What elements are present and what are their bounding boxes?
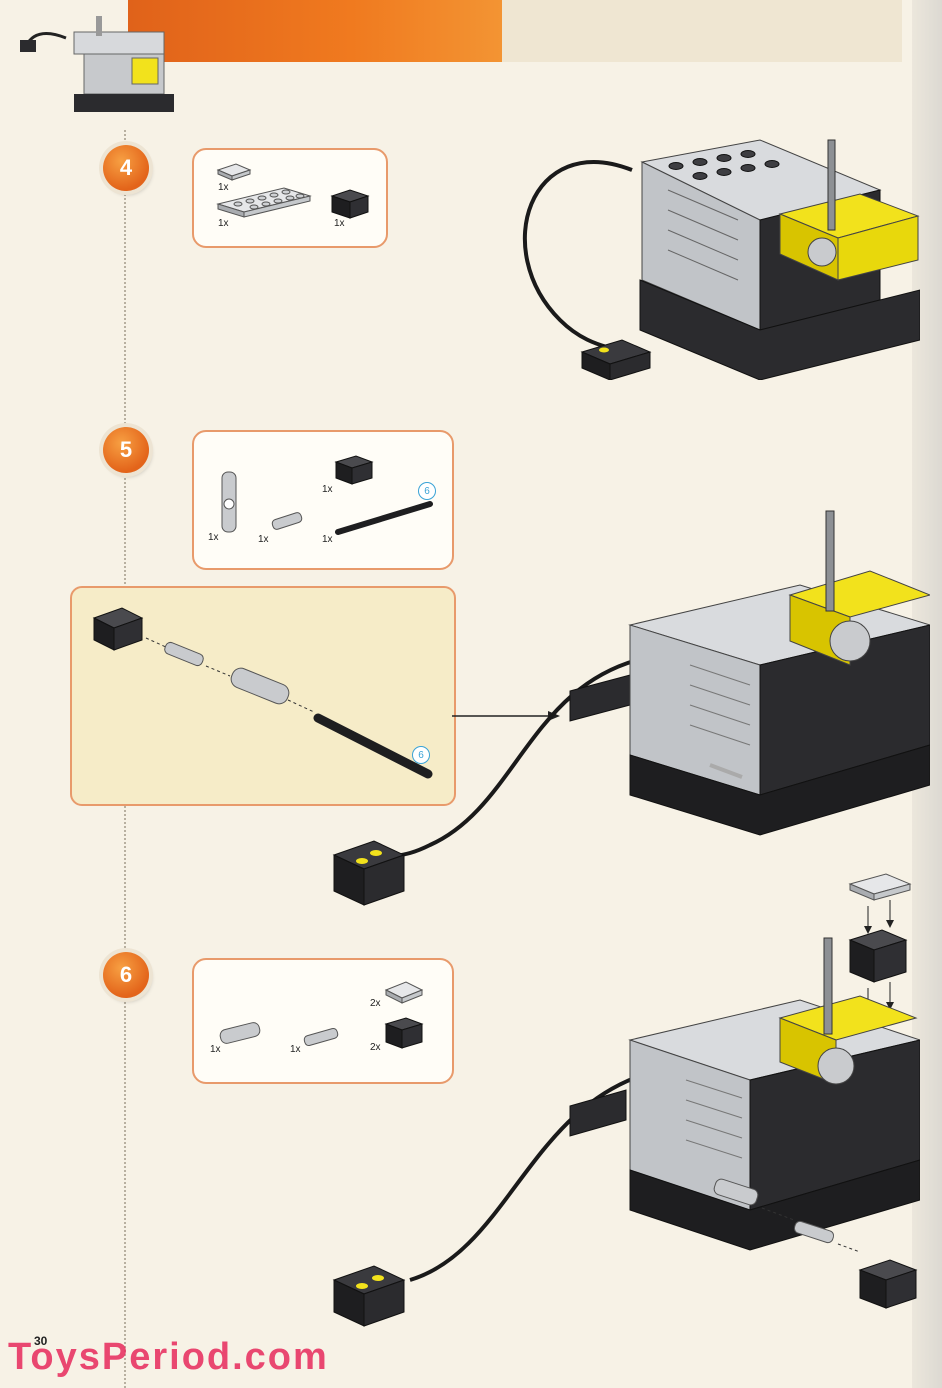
plate-1x2-gray-icon <box>216 163 252 181</box>
step-5-axle-length-callout: 6 <box>418 482 436 500</box>
step-6-parts-box: 1x 1x 2x 2x <box>192 958 454 1084</box>
step-4-assembly-illustration <box>523 139 920 380</box>
step-5-parts-box: 1x 1x 1x 6 1x <box>192 430 454 570</box>
step-5-detail-box: 6 <box>70 586 456 806</box>
pin-gray-icon <box>271 512 303 530</box>
brick-2x2-black-icon <box>330 189 370 219</box>
axle-black-icon <box>335 501 433 535</box>
model-thumbnail-icon <box>20 16 174 112</box>
step-5-detail-illustration <box>92 607 433 779</box>
pin-gray-icon <box>303 1027 339 1047</box>
step-6-number: 6 <box>103 952 149 998</box>
step-5-qty-2: 1x <box>258 534 269 545</box>
step-6-assembly-illustration <box>332 873 920 1327</box>
axle-connector-gray-icon <box>221 471 237 533</box>
step-5-qty-4: 1x <box>322 534 333 545</box>
step-6-qty-4: 2x <box>370 1042 381 1053</box>
axle-connector-gray-icon <box>219 1022 261 1044</box>
plate-2x6-gray-icon <box>216 187 312 218</box>
watermark: ToysPeriod.com <box>8 1336 329 1378</box>
step-4-number: 4 <box>103 145 149 191</box>
brick-1x2-black-icon <box>384 1017 424 1049</box>
top-banner <box>128 0 502 62</box>
step-4-qty-3: 1x <box>334 218 345 229</box>
step-5-assembly-illustration <box>332 510 930 906</box>
step-5-qty-3: 1x <box>322 484 333 495</box>
page-number: 30 <box>34 1334 48 1348</box>
brick-1x2-black-icon <box>334 455 374 485</box>
plate-1x2-gray-icon <box>384 981 424 1004</box>
step-5-number: 5 <box>103 427 149 473</box>
step-6-qty-3: 2x <box>370 998 381 1009</box>
step-4-qty-2: 1x <box>218 218 229 229</box>
top-banner-faded <box>502 0 902 62</box>
step-5-detail-callout: 6 <box>412 746 430 764</box>
step-4-qty-1: 1x <box>218 182 229 193</box>
step-6-qty-2: 1x <box>290 1044 301 1055</box>
step-4-parts-box: 1x 1x 1x <box>192 148 388 248</box>
step-5-qty-1: 1x <box>208 532 219 543</box>
step-6-qty-1: 1x <box>210 1044 221 1055</box>
